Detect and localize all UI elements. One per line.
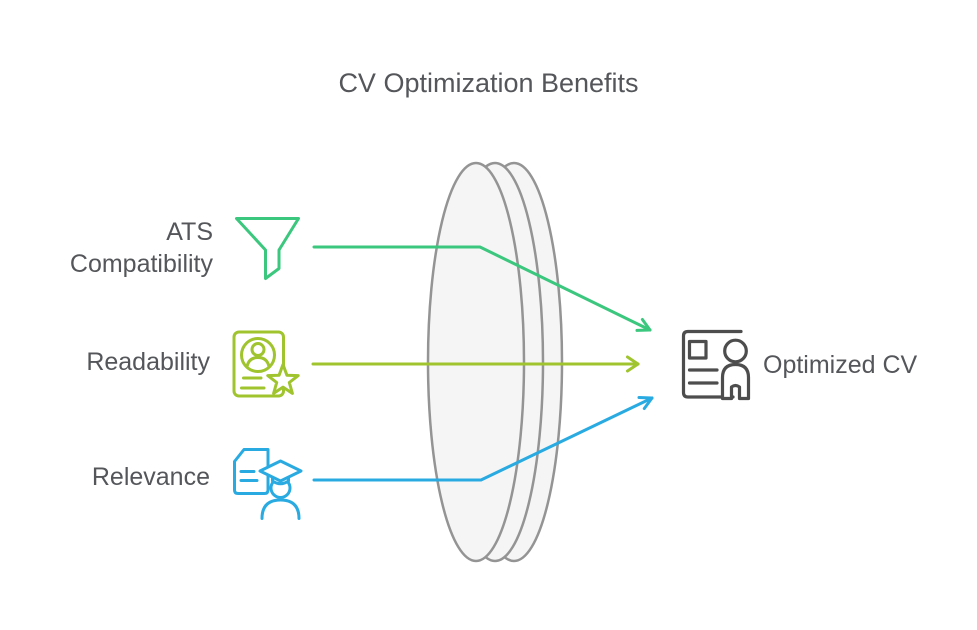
person-head-shape bbox=[723, 338, 748, 364]
relevance-ray-line bbox=[312, 396, 654, 482]
cv-with-star-icon bbox=[232, 330, 300, 398]
cv-sheet-shape bbox=[681, 329, 743, 399]
portrait-shoulders-shape bbox=[245, 356, 271, 368]
relevance-ray-arrowhead-icon bbox=[637, 396, 654, 410]
input-label-readability: Readability bbox=[86, 348, 210, 376]
input-label-ats-compatibility: ATS Compatibility bbox=[69, 218, 213, 278]
ats-ray bbox=[312, 245, 652, 332]
cv-person-icon bbox=[681, 329, 751, 401]
person-body-shape bbox=[720, 362, 751, 401]
ats-ray-line bbox=[312, 245, 652, 332]
readability-ray-arrowhead-icon bbox=[626, 355, 640, 373]
graduate-shoulders-shape bbox=[260, 498, 301, 520]
portrait-circle-shape bbox=[240, 337, 276, 373]
output-label-optimized-cv: Optimized CV bbox=[763, 351, 918, 379]
readability-ray bbox=[311, 355, 640, 373]
funnel-icon bbox=[235, 217, 300, 280]
lens-ellipse-front bbox=[426, 161, 526, 563]
star-icon bbox=[266, 363, 300, 395]
ats-ray-arrowhead-icon bbox=[635, 318, 652, 332]
cv-photo-square-shape bbox=[687, 339, 708, 360]
document-graduate-icon bbox=[233, 448, 303, 520]
portrait-head-shape bbox=[250, 342, 266, 357]
relevance-ray bbox=[312, 396, 654, 482]
graduation-cap-icon bbox=[258, 459, 303, 483]
document-shape bbox=[233, 448, 270, 495]
diagram-title: CV Optimization Benefits bbox=[338, 68, 639, 98]
input-label-relevance: Relevance bbox=[91, 463, 210, 491]
lens bbox=[426, 161, 564, 563]
